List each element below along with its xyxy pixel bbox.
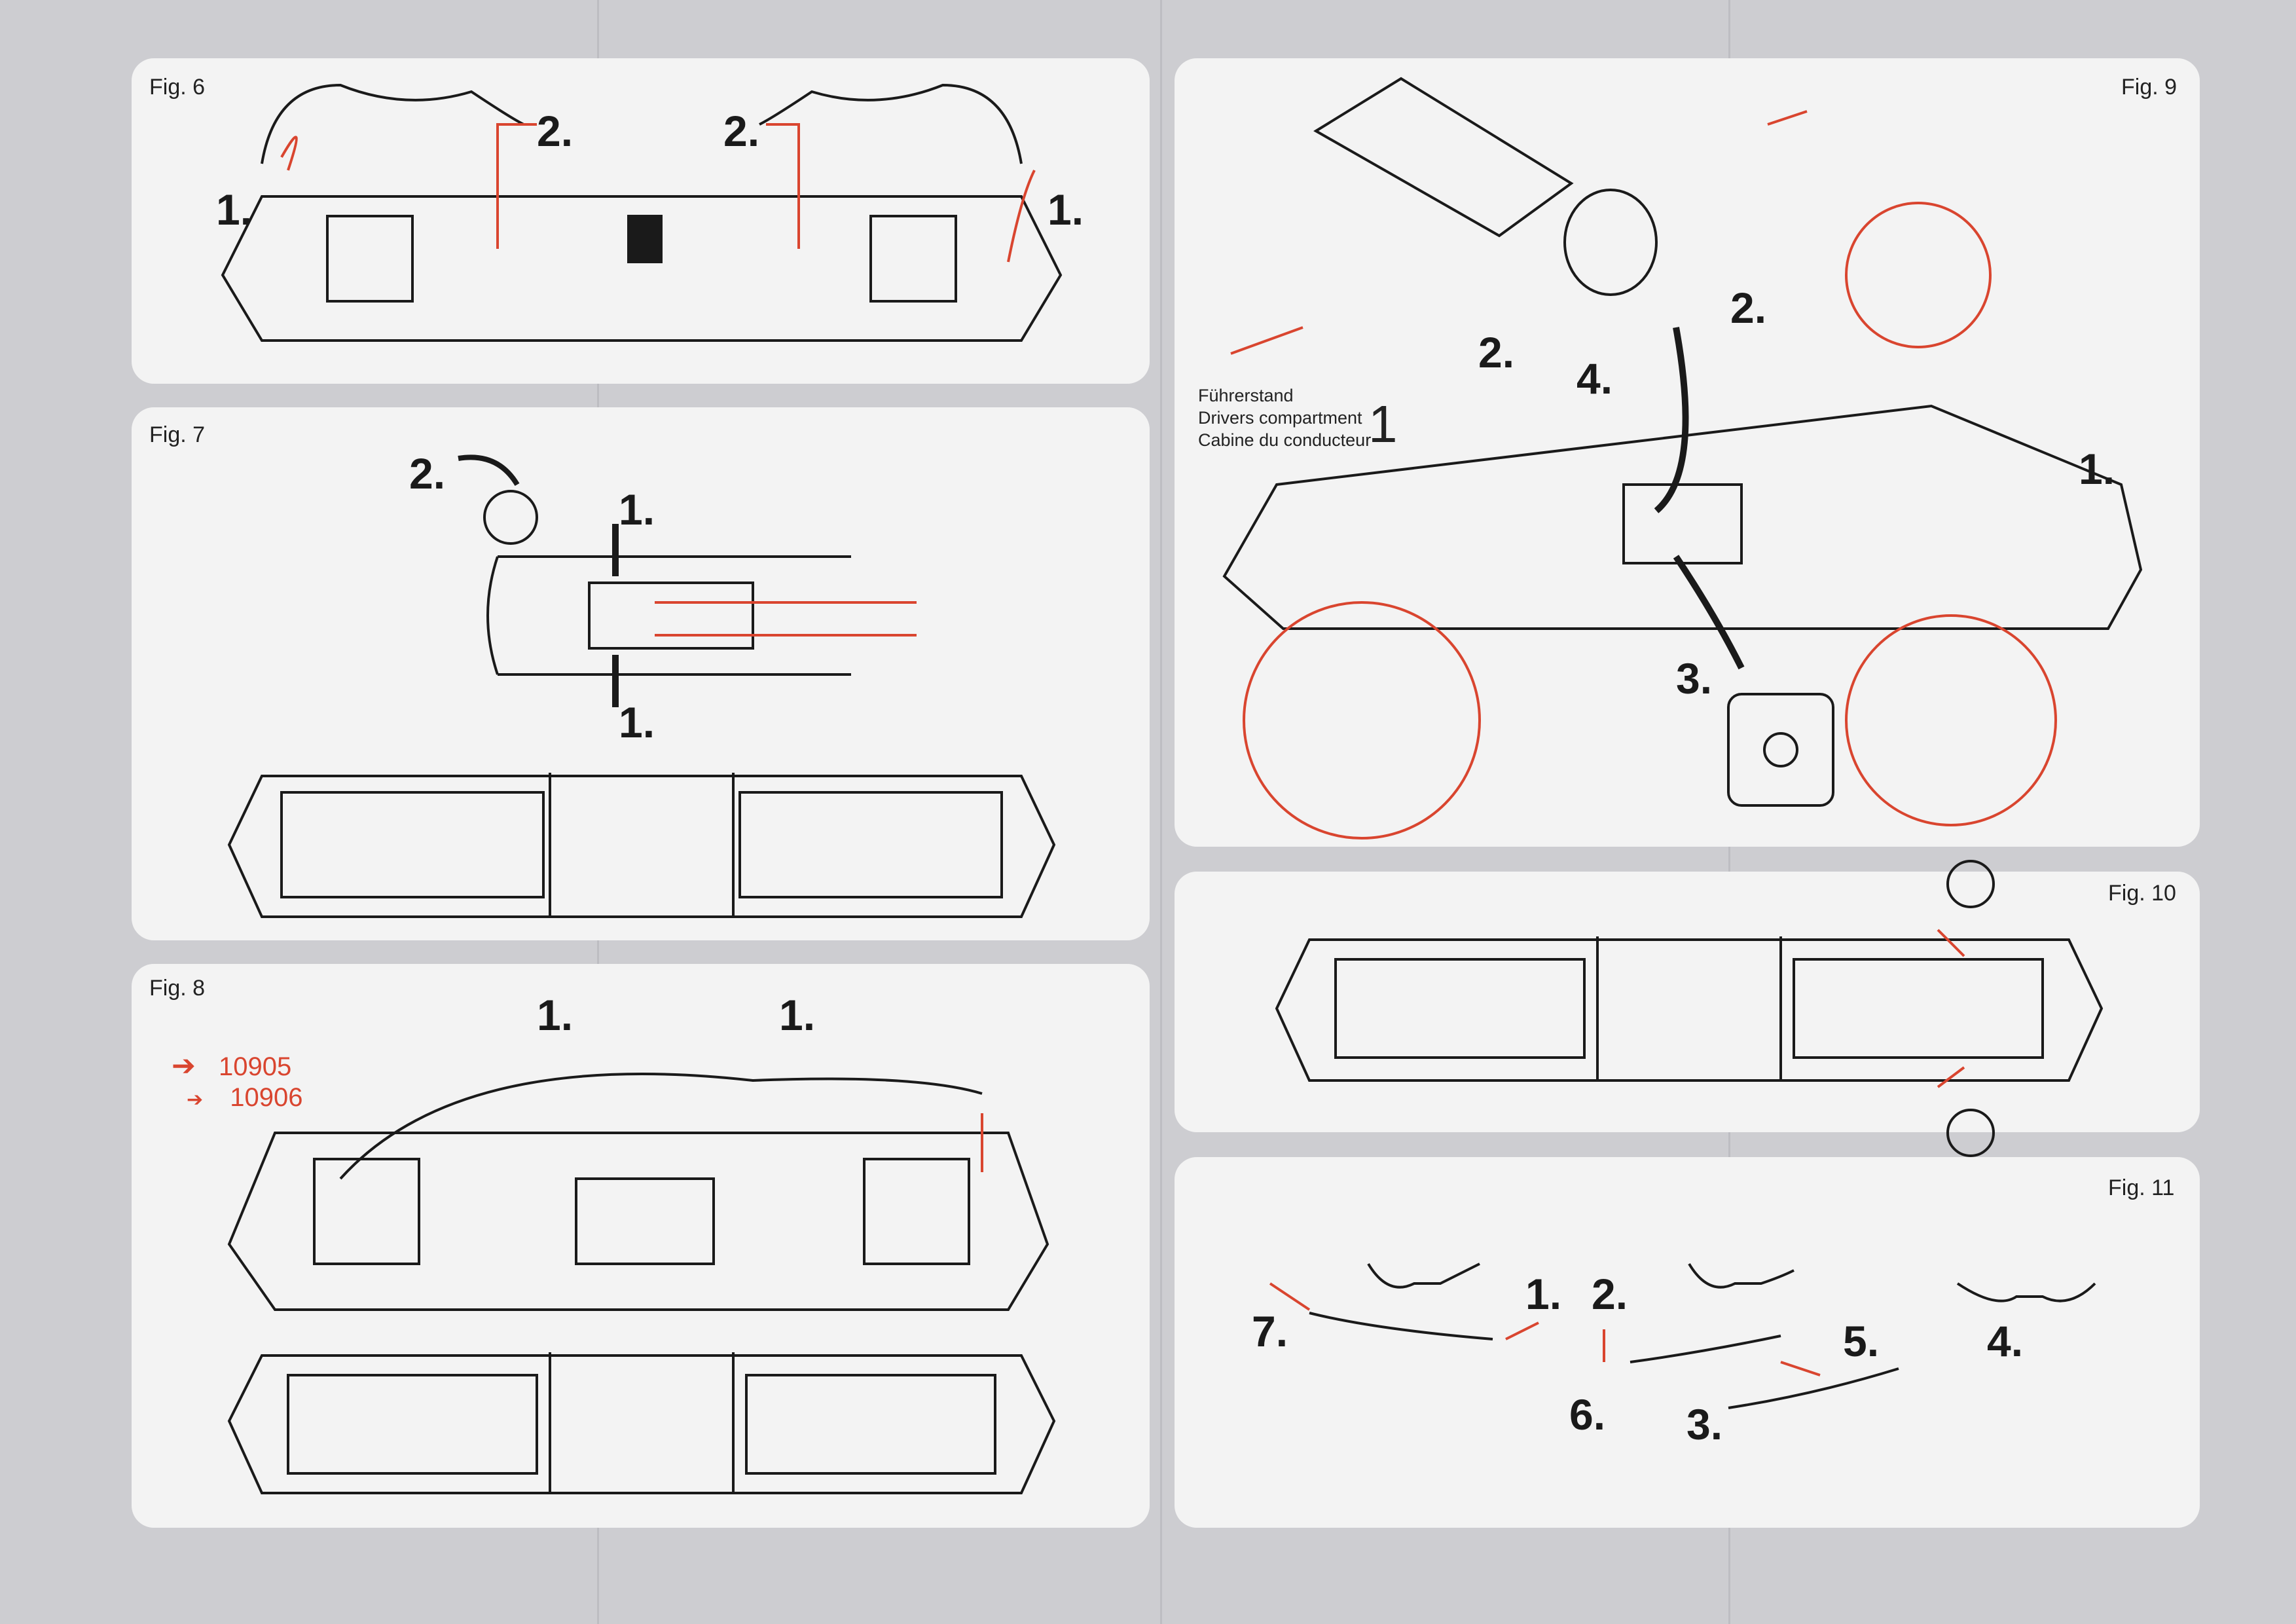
- caption-german: Führerstand: [1198, 386, 1294, 405]
- fig7-chassis-drawing: [227, 454, 1056, 918]
- step-label: 1.: [619, 485, 655, 534]
- step-label: 2.: [409, 449, 446, 498]
- step-label: 1.: [216, 185, 253, 234]
- step-label: 2.: [1478, 328, 1515, 377]
- step-label: 1.: [619, 698, 655, 747]
- figure-8-label: Fig. 8: [149, 976, 206, 1001]
- fig10-chassis-drawing: [1275, 860, 2104, 1157]
- fold-line: [1160, 0, 1162, 1624]
- fig11-drawing: [1269, 1263, 2096, 1409]
- step-label: 3.: [1686, 1400, 1723, 1449]
- legend-item-10905: ➔ 10905: [172, 1049, 291, 1082]
- step-label: 1.: [2079, 445, 2115, 493]
- drivers-compartment-caption: Führerstand Drivers compartment Cabine d…: [1198, 384, 1371, 451]
- step-label: 4.: [1987, 1317, 2024, 1365]
- step-label: 3.: [1676, 654, 1713, 703]
- figure-9-panel: [1175, 58, 2200, 847]
- figure-9-label: Fig. 9: [2121, 75, 2178, 100]
- figure-11-panel: [1175, 1157, 2200, 1528]
- step-label: 7.: [1252, 1307, 1288, 1356]
- large-arrow-icon: ➔: [172, 1050, 196, 1082]
- legend-text: 10906: [230, 1083, 303, 1112]
- step-label: 4.: [1576, 354, 1613, 403]
- figure-10-panel: [1175, 872, 2200, 1132]
- step-label: 2.: [537, 107, 574, 155]
- step-label: 2.: [1592, 1270, 1628, 1318]
- step-label: 5.: [1843, 1317, 1880, 1365]
- legend-text: 10905: [219, 1052, 292, 1081]
- step-label: 2.: [1730, 284, 1767, 332]
- figure-6-label: Fig. 6: [149, 75, 206, 100]
- step-label: 2.: [723, 107, 760, 155]
- caption-english: Drivers compartment: [1198, 408, 1362, 428]
- fig6-chassis-drawing: [221, 83, 1063, 342]
- legend-item-10906: ➔ 10906: [187, 1083, 303, 1113]
- step-label: 1.: [1525, 1270, 1562, 1318]
- figure-7-label: Fig. 7: [149, 422, 206, 447]
- caption-number: 1: [1368, 395, 1398, 453]
- small-arrow-icon: ➔: [187, 1089, 204, 1111]
- step-label: 1.: [1048, 185, 1084, 234]
- figure-11-label: Fig. 11: [2108, 1175, 2175, 1200]
- figure-10-label: Fig. 10: [2108, 881, 2176, 906]
- fig8-chassis-drawing: [227, 1073, 1056, 1494]
- step-label: 1.: [537, 991, 574, 1039]
- figure-8-panel: [132, 964, 1150, 1528]
- fig9-drawing: [1222, 77, 2143, 840]
- caption-french: Cabine du conducteur: [1198, 430, 1372, 450]
- step-label: 1.: [779, 991, 816, 1039]
- step-label: 6.: [1569, 1390, 1606, 1439]
